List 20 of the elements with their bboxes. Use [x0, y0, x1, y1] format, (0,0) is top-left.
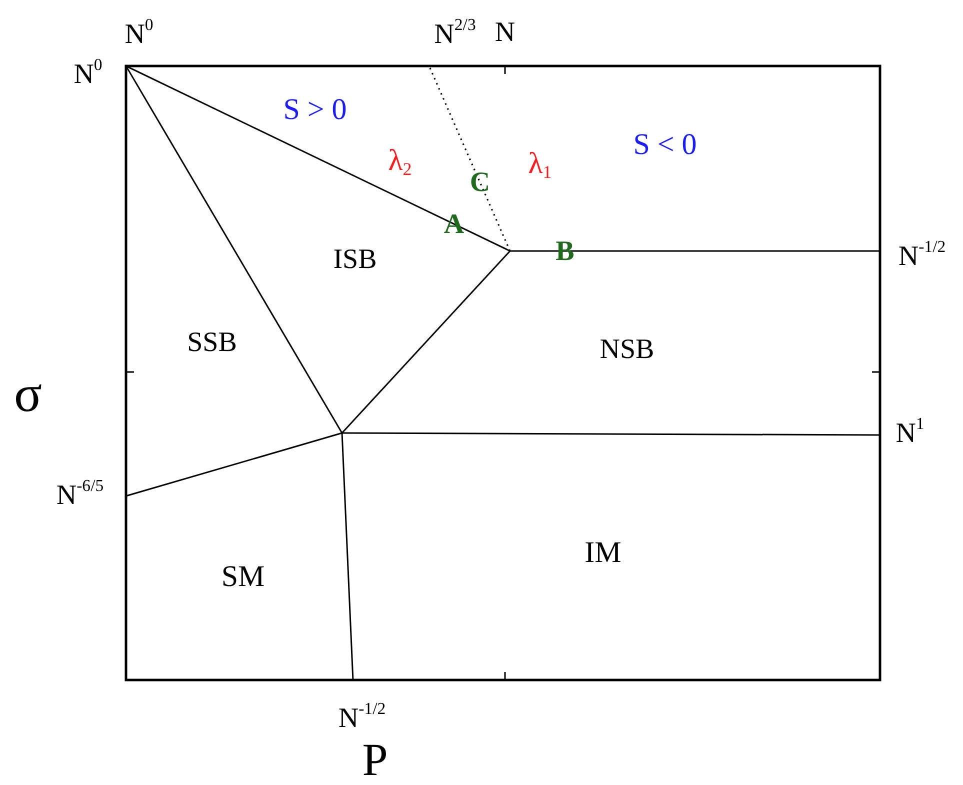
axis-tick-label: N$^{2/3}$ [434, 17, 476, 49]
region-label: SSB [187, 329, 237, 357]
line-label: λ$_{1}$ [528, 148, 552, 182]
axis-title: P [362, 737, 388, 783]
region-label: SM [221, 562, 265, 592]
region-label: NSB [600, 336, 654, 364]
axis-tick-label: N$^{-1/2}$ [338, 701, 386, 733]
line-label: λ$_{2}$ [388, 146, 412, 178]
point-label: C [470, 169, 490, 197]
region-label: S < 0 [633, 130, 697, 160]
axis-tick-label: N$^{-6/5}$ [56, 478, 104, 510]
region-label: ISB [333, 246, 377, 274]
axis-title: σ [14, 369, 42, 421]
region-label: S > 0 [283, 95, 347, 125]
axis-tick-label: N$^{1}$ [896, 416, 924, 448]
axis-tick-label: N$^{0}$ [124, 17, 154, 49]
axis-tick-label: N$^{0}$ [74, 57, 102, 89]
axis-tick-label: N$^{-1/2}$ [898, 239, 946, 271]
axis-tick-label: N [494, 19, 516, 47]
region-label: IM [584, 538, 622, 568]
